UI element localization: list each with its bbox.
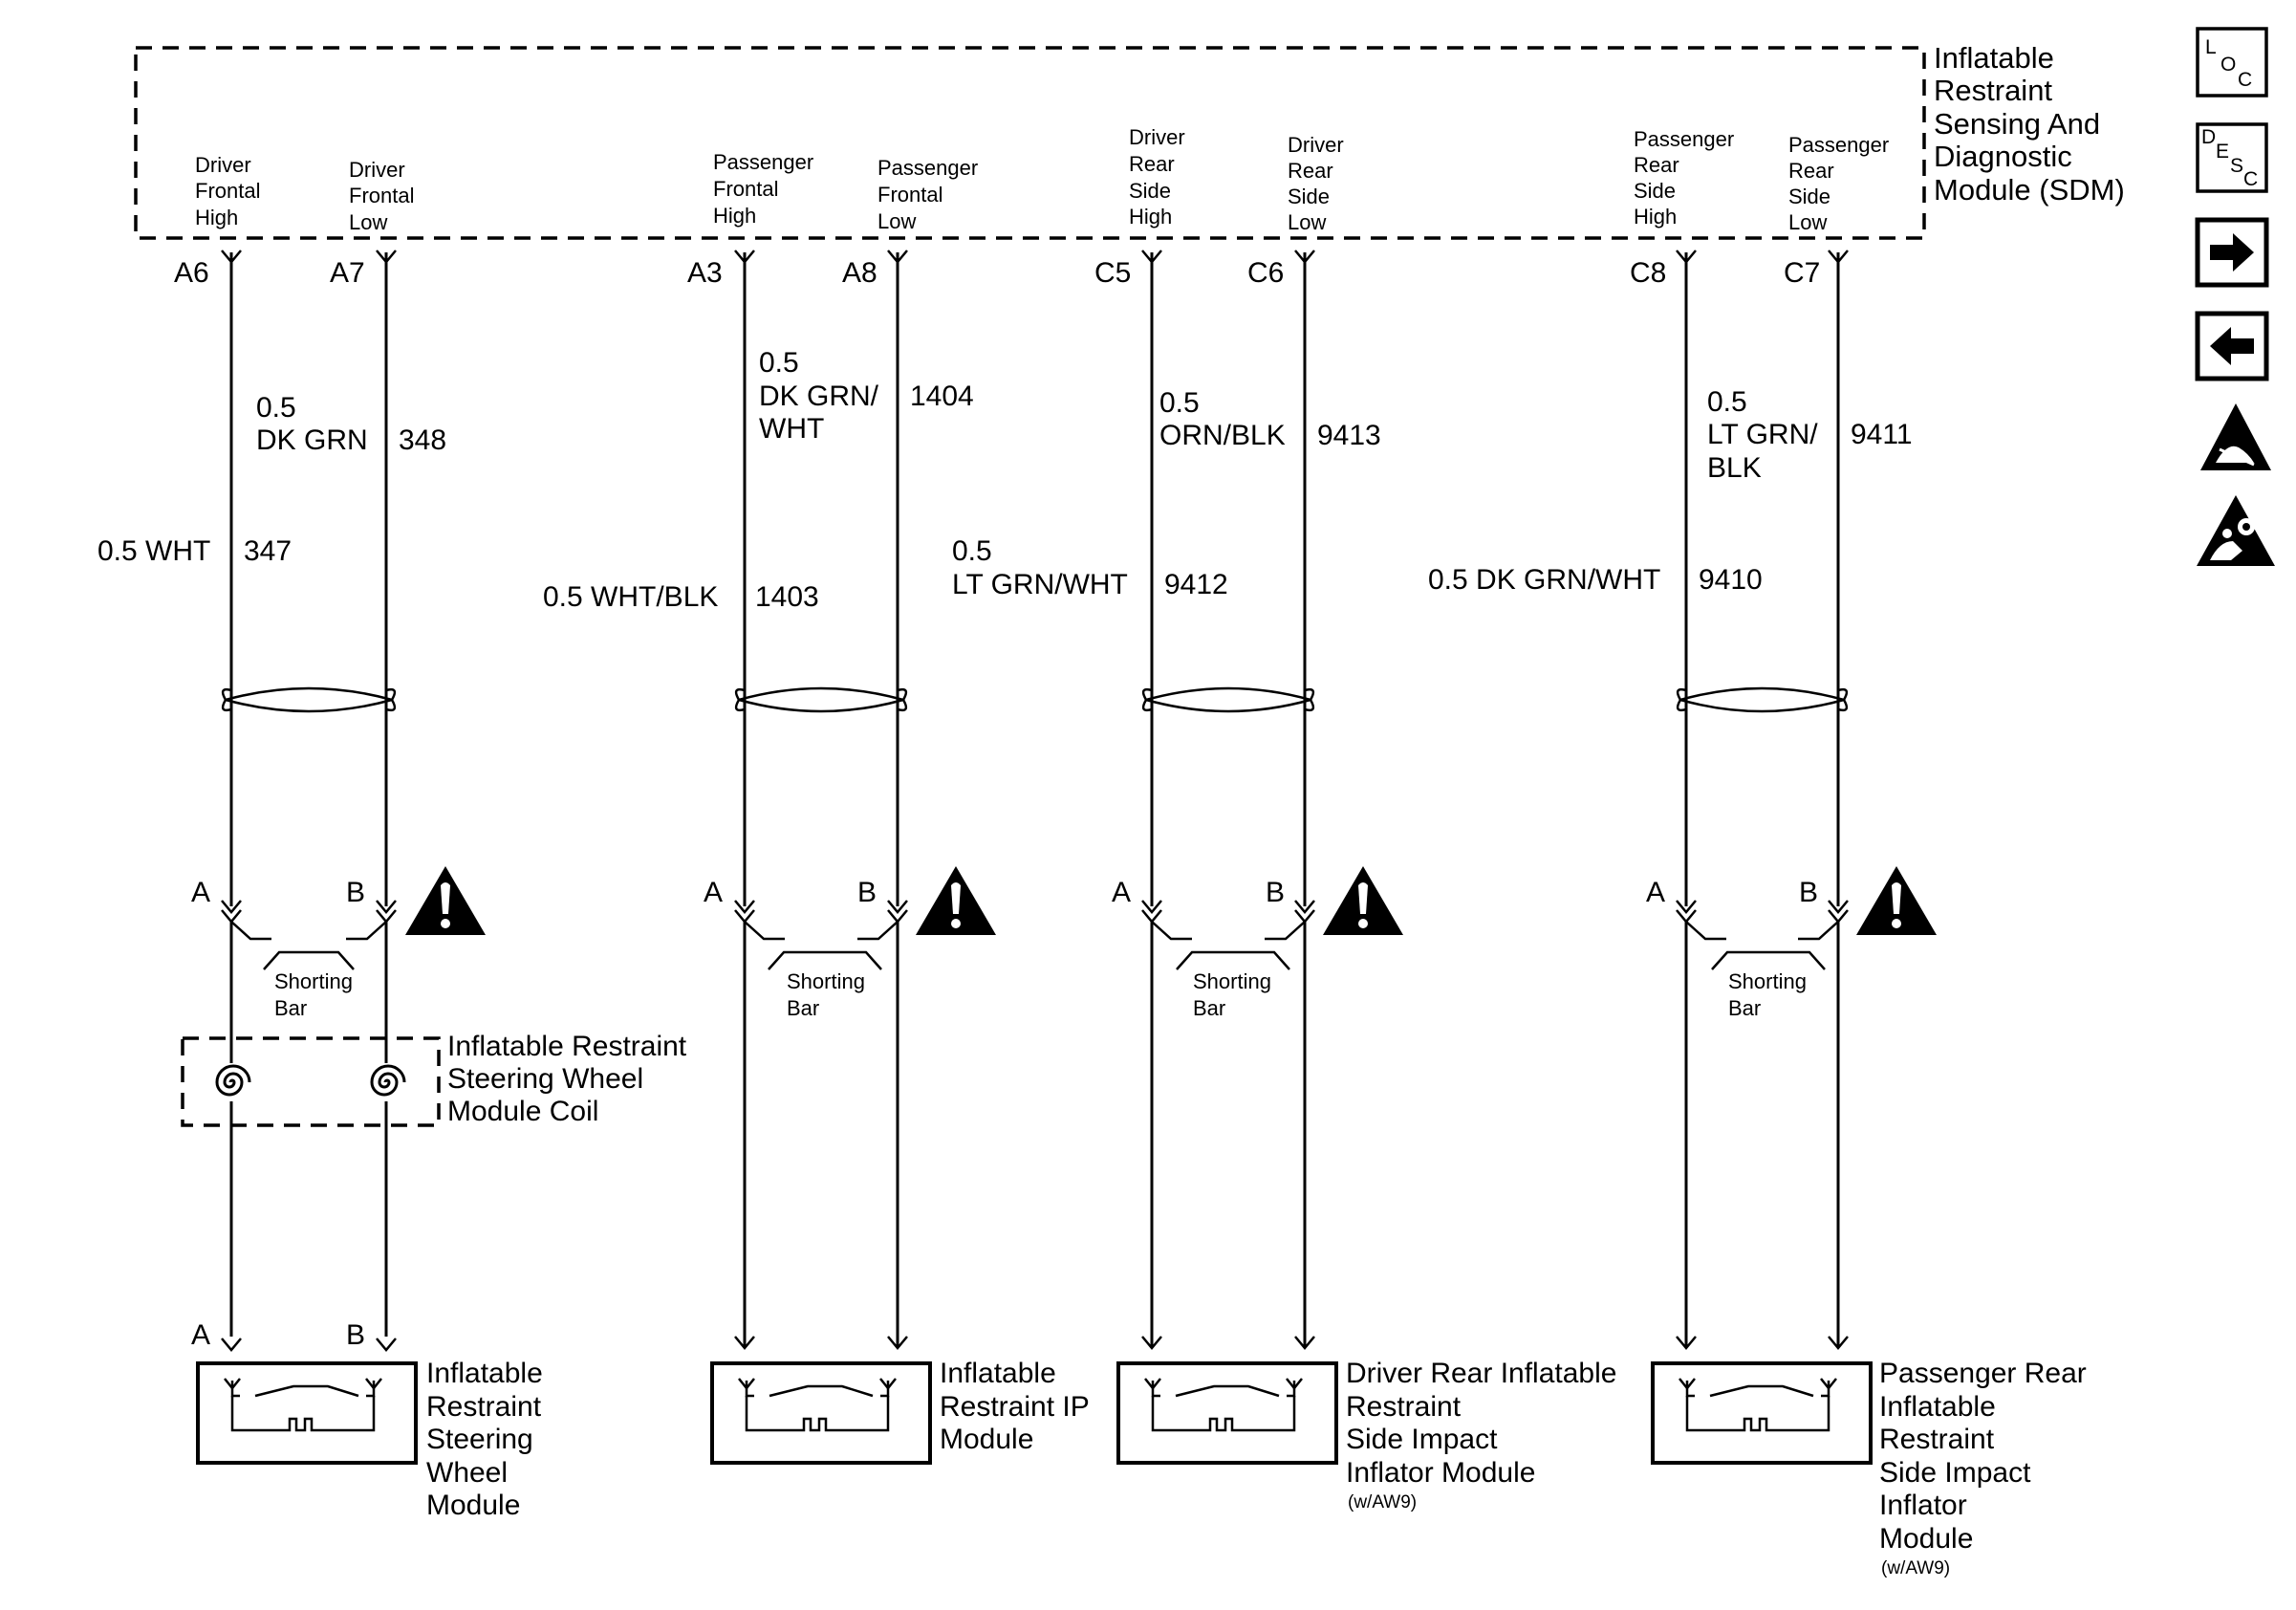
option-code: (w/AW9) xyxy=(1348,1492,1417,1512)
circuit-number: 1404 xyxy=(910,381,974,412)
pin-label: C7 xyxy=(1784,257,1820,289)
circuit-number: 347 xyxy=(244,535,292,567)
module-label: Inflatable Restraint IP Module xyxy=(940,1358,1097,1455)
shorting-bar-label: Shorting Bar xyxy=(787,969,871,1020)
svg-text:C: C xyxy=(2238,69,2252,91)
svg-text:D: D xyxy=(2201,126,2216,148)
module-pin-a: A xyxy=(191,1319,210,1351)
connector-pin-b: B xyxy=(1266,877,1285,908)
sdm-signal-label: Passenger Rear Side High xyxy=(1634,127,1740,228)
connector-pin-a: A xyxy=(1112,877,1131,908)
svg-text:O: O xyxy=(2220,54,2236,76)
pin-label: A6 xyxy=(174,257,209,289)
wire-color-label: 0.5 WHT xyxy=(97,535,210,567)
steering-wheel-module xyxy=(196,1361,418,1465)
circuit-passenger-frontal: Passenger Frontal High Passenger Frontal… xyxy=(543,150,1097,1465)
pin-label: C8 xyxy=(1630,257,1666,289)
svg-text:S: S xyxy=(2230,155,2243,177)
description-icon[interactable]: D E S C xyxy=(2196,122,2268,193)
sdm-label: Inflatable Restraint Sensing And Diagnos… xyxy=(1934,41,2125,207)
esd-warning-icon[interactable] xyxy=(2200,403,2271,470)
wire-color-label: 0.5 DK GRN/WHT xyxy=(1428,564,1660,596)
airbag-warning-icon[interactable] xyxy=(2197,495,2275,566)
connector-pin-b: B xyxy=(1799,877,1818,908)
circuit-driver-rear-side: Driver Rear Side High Driver Rear Side L… xyxy=(952,125,1625,1512)
module-pin-b: B xyxy=(346,1319,365,1351)
svg-text:C: C xyxy=(2243,168,2258,190)
wire-color-label: 0.5 LT GRN/ BLK xyxy=(1707,386,1826,484)
circuit-number: 9411 xyxy=(1851,419,1913,450)
circuit-passenger-rear-side: Passenger Rear Side High Passenger Rear … xyxy=(1428,127,2094,1578)
warning-icon xyxy=(405,866,486,935)
sdm-signal-label: Driver Frontal High xyxy=(195,153,267,229)
pin-label: A8 xyxy=(842,257,877,289)
passenger-rear-side-module xyxy=(1651,1361,1873,1465)
pin-label: C6 xyxy=(1247,257,1284,289)
option-code: (w/AW9) xyxy=(1881,1558,1950,1578)
wire-color-label: 0.5 ORN/BLK xyxy=(1159,387,1286,451)
circuit-number: 9410 xyxy=(1699,564,1763,596)
svg-text:E: E xyxy=(2216,141,2229,163)
shorting-bar-label: Shorting Bar xyxy=(274,969,358,1020)
circuit-number: 1403 xyxy=(755,581,819,613)
svg-text:L: L xyxy=(2205,36,2217,58)
circuit-number: 9413 xyxy=(1317,420,1381,451)
module-label: Passenger Rear Inflatable Restraint Side… xyxy=(1879,1358,2094,1555)
pin-label: C5 xyxy=(1094,257,1131,289)
sdm-signal-label: Driver Rear Side Low xyxy=(1288,133,1350,234)
wire-color-label: 0.5 LT GRN/WHT xyxy=(952,535,1128,600)
wire-color-label: 0.5 DK GRN/ WHT xyxy=(759,347,886,445)
pin-label: A3 xyxy=(687,257,723,289)
sdm-signal-label: Driver Rear Side High xyxy=(1129,125,1191,228)
circuit-number: 9412 xyxy=(1164,569,1228,600)
circuit-number: 348 xyxy=(399,424,446,456)
warning-icon xyxy=(1323,866,1403,935)
shorting-bar-label: Shorting Bar xyxy=(1193,969,1277,1020)
driver-rear-side-module xyxy=(1116,1361,1338,1465)
warning-icon xyxy=(916,866,996,935)
twisted-pair xyxy=(1676,686,1849,713)
connector-pin-a: A xyxy=(1646,877,1665,908)
location-icon[interactable]: L O C xyxy=(2196,27,2268,98)
sdm-signal-label: Passenger Frontal Low xyxy=(877,156,984,233)
connector-pin-a: A xyxy=(191,877,210,908)
sdm-signal-label: Passenger Rear Side Low xyxy=(1788,133,1895,234)
ip-module xyxy=(710,1361,932,1465)
sdm-signal-label: Passenger Frontal High xyxy=(713,150,819,228)
twisted-pair xyxy=(221,686,397,713)
twisted-pair xyxy=(1141,686,1315,713)
connector-pin-b: B xyxy=(857,877,877,908)
warning-icon xyxy=(1856,866,1937,935)
sdm-signal-label: Driver Frontal Low xyxy=(349,158,421,234)
sdm-module-outline xyxy=(134,46,1926,240)
pin-label: A7 xyxy=(330,257,365,289)
module-label: Driver Rear Inflatable Restraint Side Im… xyxy=(1346,1358,1625,1489)
wire-color-label: 0.5 WHT/BLK xyxy=(543,581,718,613)
shorting-bar-label: Shorting Bar xyxy=(1728,969,1812,1020)
arrow-left-icon[interactable] xyxy=(2195,311,2269,381)
clockspring-coil-outline xyxy=(181,1036,441,1127)
connector-pin-a: A xyxy=(704,877,723,908)
circuit-driver-frontal: Driver Frontal High Driver Frontal Low A… xyxy=(97,153,694,1521)
coil-label: Inflatable Restraint Steering Wheel Modu… xyxy=(447,1031,694,1127)
twisted-pair xyxy=(734,686,908,713)
arrow-right-icon[interactable] xyxy=(2195,217,2269,288)
module-label: Inflatable Restraint Steering Wheel Modu… xyxy=(426,1358,551,1521)
connector-pin-b: B xyxy=(346,877,365,908)
wire-color-label: 0.5 DK GRN xyxy=(256,392,368,456)
